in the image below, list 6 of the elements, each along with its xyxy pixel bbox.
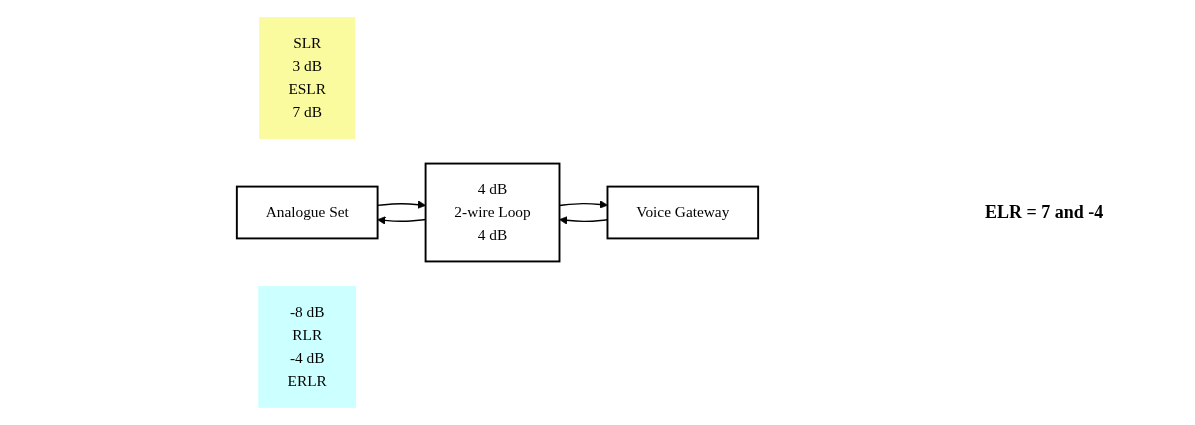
node-box: Analogue Set	[235, 185, 379, 240]
node-box: Voice Gateway	[606, 185, 760, 240]
note-text: ELR = 7 and -4	[985, 202, 1105, 223]
node-box: SLR 3 dB ESLR 7 dB	[259, 17, 356, 140]
node-box: 4 dB 2-wire Loop 4 dB	[424, 162, 561, 263]
node-box: -8 dB RLR -4 dB ERLR	[258, 285, 357, 408]
